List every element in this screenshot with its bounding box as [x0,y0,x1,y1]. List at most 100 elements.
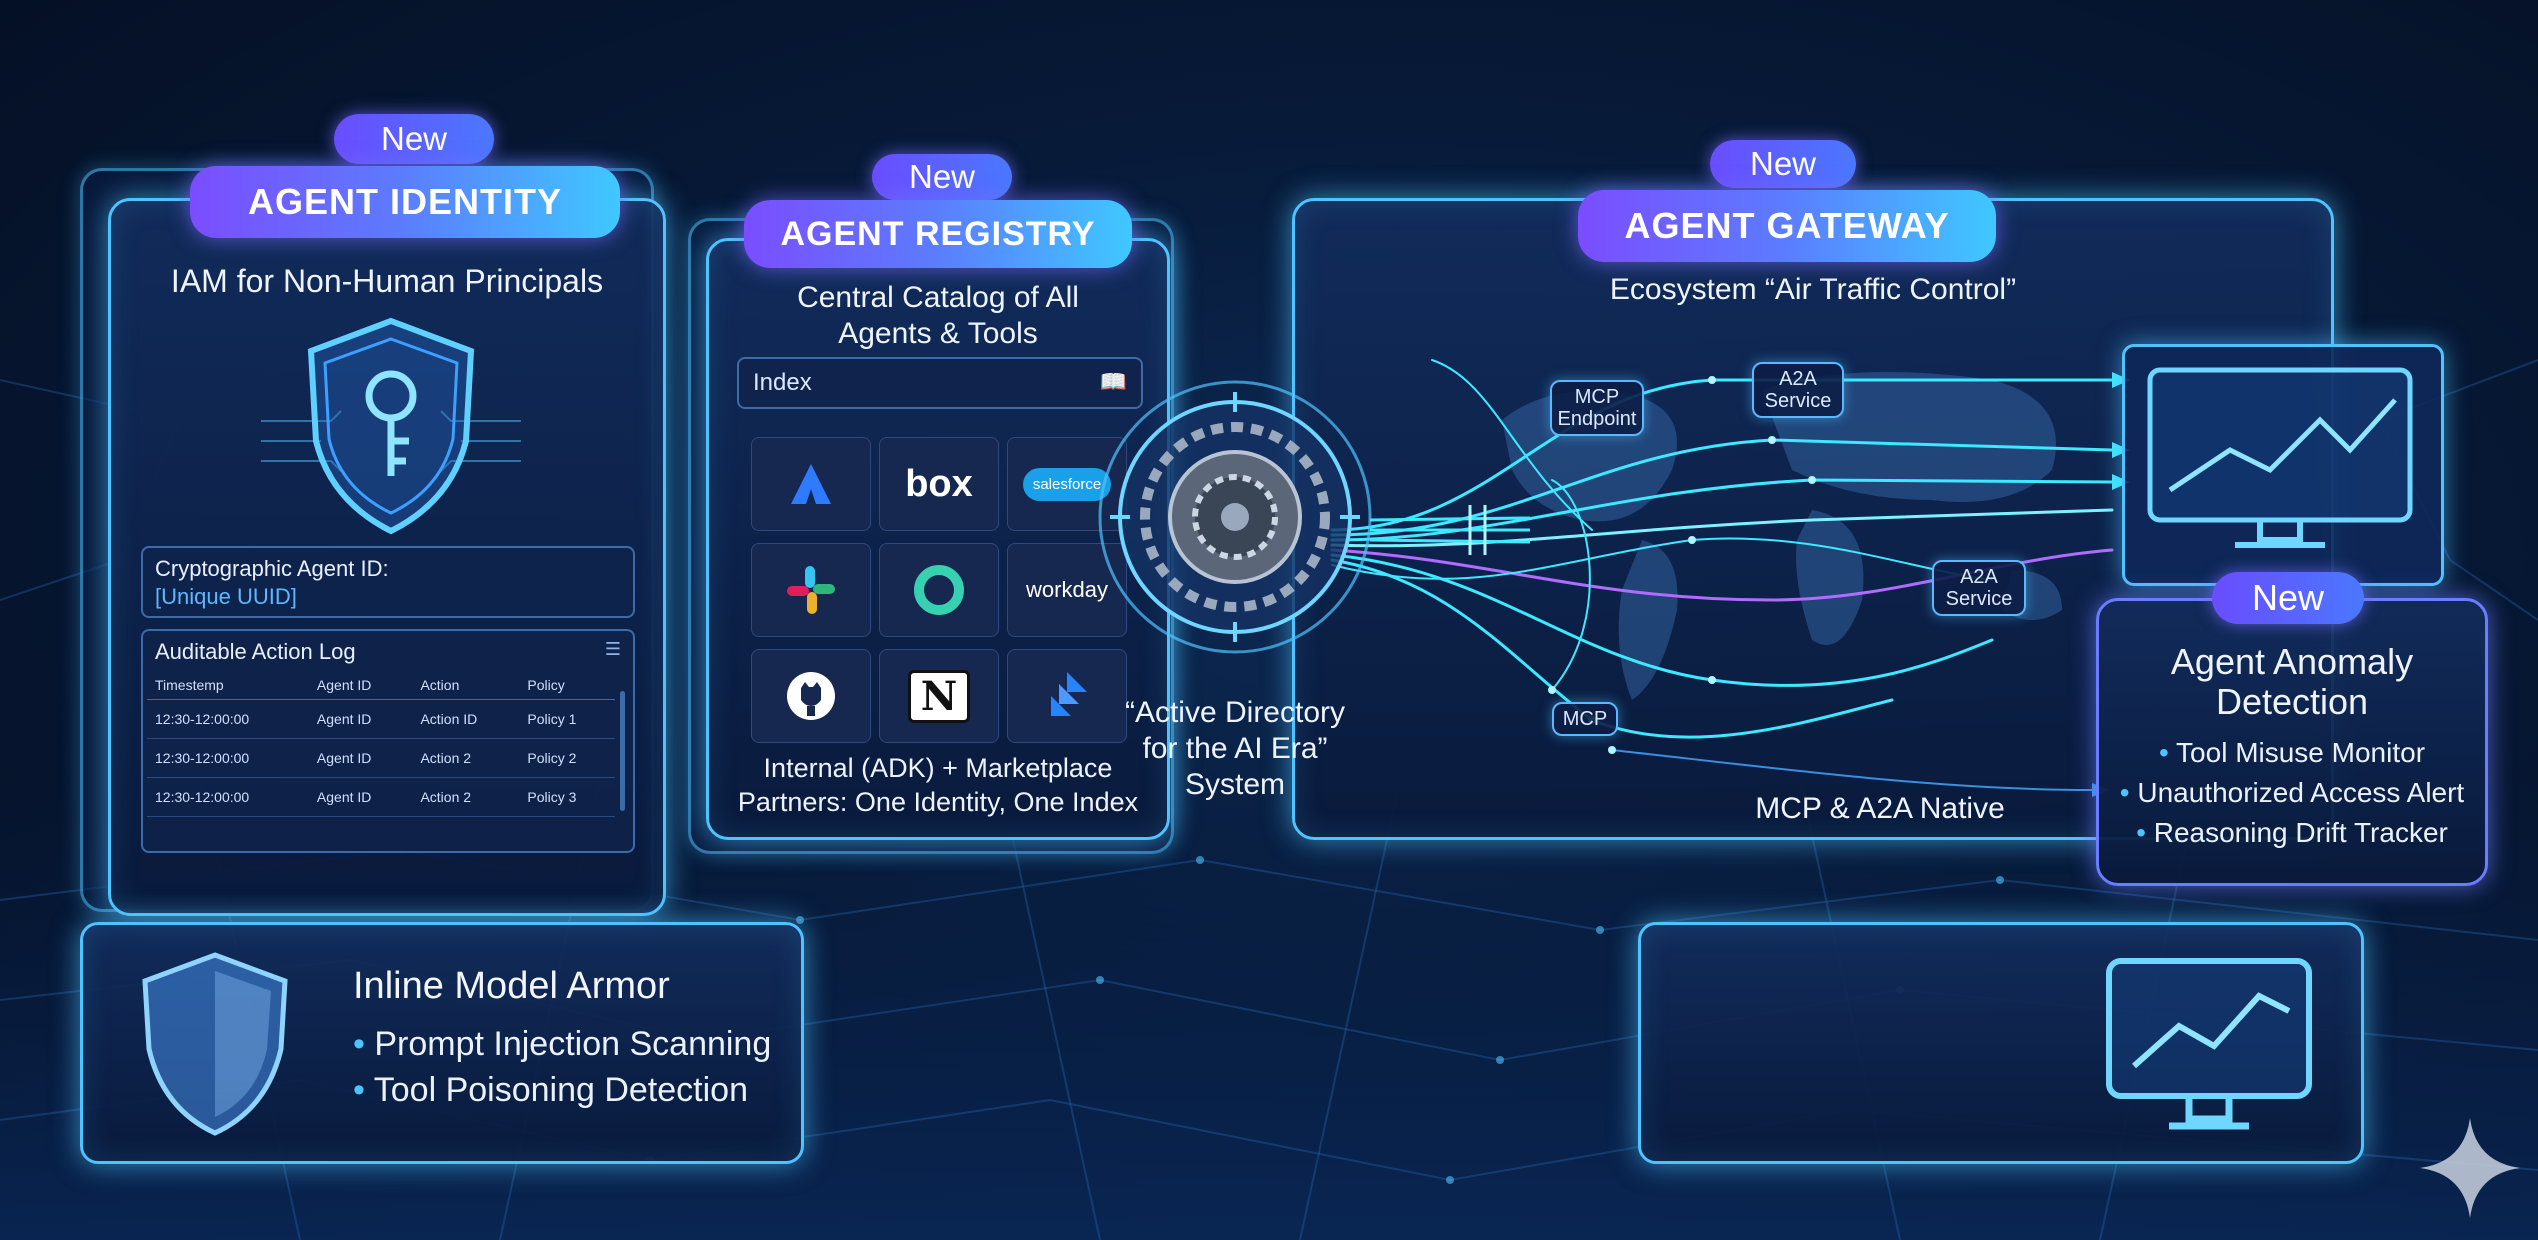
armor-panel: Inline Model Armor Prompt Injection Scan… [80,922,804,1164]
log-scrollbar[interactable] [620,691,625,811]
hub-caption-line2: for the AI Era” [1142,732,1328,765]
registry-subtitle-line1: Central Catalog of All [797,281,1079,314]
log-cell: Policy 2 [519,738,615,778]
list-item: Unauthorized Access Alert [2099,773,2485,813]
list-item: Tool Poisoning Detection [353,1067,771,1113]
log-cell: 12:30-12:00:00 [147,738,309,778]
monitor-panel-bottom [1638,922,2364,1164]
jira-icon [1051,672,1087,716]
box-logo-tile[interactable]: box [879,437,999,531]
registry-subtitle-line2: Agents & Tools [838,317,1038,350]
registry-panel: Central Catalog of All Agents & Tools In… [706,238,1170,840]
action-log-table-wrap: Timestemp Agent ID Action Policy 12:30-1… [147,671,615,817]
log-col-timestamp: Timestemp [147,671,309,700]
identity-panel: IAM for Non-Human Principals Cryptograph… [108,198,666,916]
mcp-endpoint-tag[interactable]: MCP Endpoint [1550,380,1644,436]
salesforce-logo-tile[interactable]: salesforce [1007,437,1127,531]
atlassian-logo-tile[interactable] [751,437,871,531]
list-item: Reasoning Drift Tracker [2099,813,2485,853]
log-cell: Agent ID [308,777,413,817]
list-item: Prompt Injection Scanning [353,1021,771,1067]
box-logo-text: box [905,462,973,505]
action-log-table: Timestemp Agent ID Action Policy 12:30-1… [147,671,615,817]
github-logo-tile[interactable] [751,649,871,743]
table-row: 12:30-12:00:00 Agent ID Action ID Policy… [147,699,615,739]
a2a-service-tag-mid[interactable]: A2A Service [1932,560,2026,616]
anomaly-new-badge: New [2212,572,2364,624]
identity-subtitle: IAM for Non-Human Principals [170,263,604,299]
hub-caption-line3: System [1184,768,1286,801]
workday-logo-text: workday [1026,577,1108,602]
mcp-endpoint-line1: MCP [1574,386,1620,408]
log-cell: Policy 3 [519,777,615,817]
workday-logo-tile[interactable]: workday [1007,543,1127,637]
a2a-mid-line1: A2A [1960,566,1998,588]
table-row: 12:30-12:00:00 Agent ID Action 2 Policy … [147,777,615,817]
anomaly-title-line2: Detection [2215,681,2369,722]
log-cell: Agent ID [308,738,413,778]
log-cell: 12:30-12:00:00 [147,699,309,739]
a2a-mid-line2: Service [1945,588,2013,610]
registry-title-banner: AGENT REGISTRY [744,200,1132,268]
salesforce-logo-text: salesforce [1022,467,1112,501]
hub-connector-lines [1370,505,1530,555]
github-icon [787,672,835,720]
log-cell: 12:30-12:00:00 [147,777,309,817]
log-cell: Agent ID [308,699,413,739]
book-icon: 📖 [1099,369,1127,394]
notion-logo-text: N [907,669,971,723]
gateway-new-badge: New [1710,140,1856,188]
notion-logo-tile[interactable]: N [879,649,999,743]
mcp-tag[interactable]: MCP [1552,702,1618,736]
anomaly-list: Tool Misuse Monitor Unauthorized Access … [2099,733,2485,853]
registry-footer-line1: Internal (ADK) + Marketplace [763,753,1113,783]
atlassian-icon [791,464,831,504]
slack-logo-tile[interactable] [751,543,871,637]
index-label: Index [753,369,812,396]
agent-id-label: Cryptographic Agent ID: [155,556,389,581]
anomaly-title-line1: Agent Anomaly [2170,641,2414,682]
log-cell: Action 2 [412,777,520,817]
okta-logo-tile[interactable] [879,543,999,637]
gateway-footer: MCP & A2A Native [1755,792,2005,825]
jira-logo-tile[interactable] [1007,649,1127,743]
filter-icon: ☰ [604,639,621,659]
anomaly-panel: Agent Anomaly Detection Tool Misuse Moni… [2096,598,2488,886]
identity-title-banner: AGENT IDENTITY [190,166,620,238]
action-log-title: Auditable Action Log [155,639,356,664]
a2a-top-line2: Service [1764,390,1832,412]
a2a-top-line1: A2A [1779,368,1817,390]
sparkle-icon [2420,1118,2520,1218]
armor-list: Prompt Injection Scanning Tool Poisoning… [353,1021,772,1113]
okta-icon [914,565,964,615]
hub-caption-line1: “Active Directory [1124,696,1346,729]
agent-id-value: [Unique UUID] [155,584,297,609]
index-search[interactable]: Index 📖 [737,357,1143,409]
armor-title: Inline Model Armor [353,965,670,1007]
registry-footer-line2: Partners: One Identity, One Index [737,787,1139,817]
table-row: 12:30-12:00:00 Agent ID Action 2 Policy … [147,738,615,778]
gateway-subtitle: Ecosystem “Air Traffic Control” [1609,273,2017,306]
registry-new-badge: New [872,154,1012,200]
slack-icon [787,566,835,614]
log-header-row: Timestemp Agent ID Action Policy [147,671,615,700]
log-col-agent: Agent ID [308,671,413,700]
shield-icon [142,952,288,1136]
hub-gear-icon [1098,380,1372,654]
agent-id-field: Cryptographic Agent ID: [Unique UUID] [141,546,635,618]
mcp-tag-label: MCP [1562,708,1608,730]
log-cell: Action ID [412,699,520,739]
mcp-endpoint-line2: Endpoint [1557,408,1637,430]
monitor-chart-icon [2147,367,2413,548]
log-col-action: Action [412,671,520,700]
action-log: Auditable Action Log ☰ Timestemp Agent I… [141,629,635,853]
monitor-chart-icon-bottom [2106,958,2312,1130]
gateway-title-banner: AGENT GATEWAY [1578,190,1996,262]
shield-key-icon [261,317,521,535]
list-item: Tool Misuse Monitor [2099,733,2485,773]
a2a-service-tag-top[interactable]: A2A Service [1752,362,1844,418]
log-cell: Action 2 [412,738,520,778]
log-col-policy: Policy [519,671,615,700]
identity-new-badge: New [334,114,494,164]
log-cell: Policy 1 [519,699,615,739]
